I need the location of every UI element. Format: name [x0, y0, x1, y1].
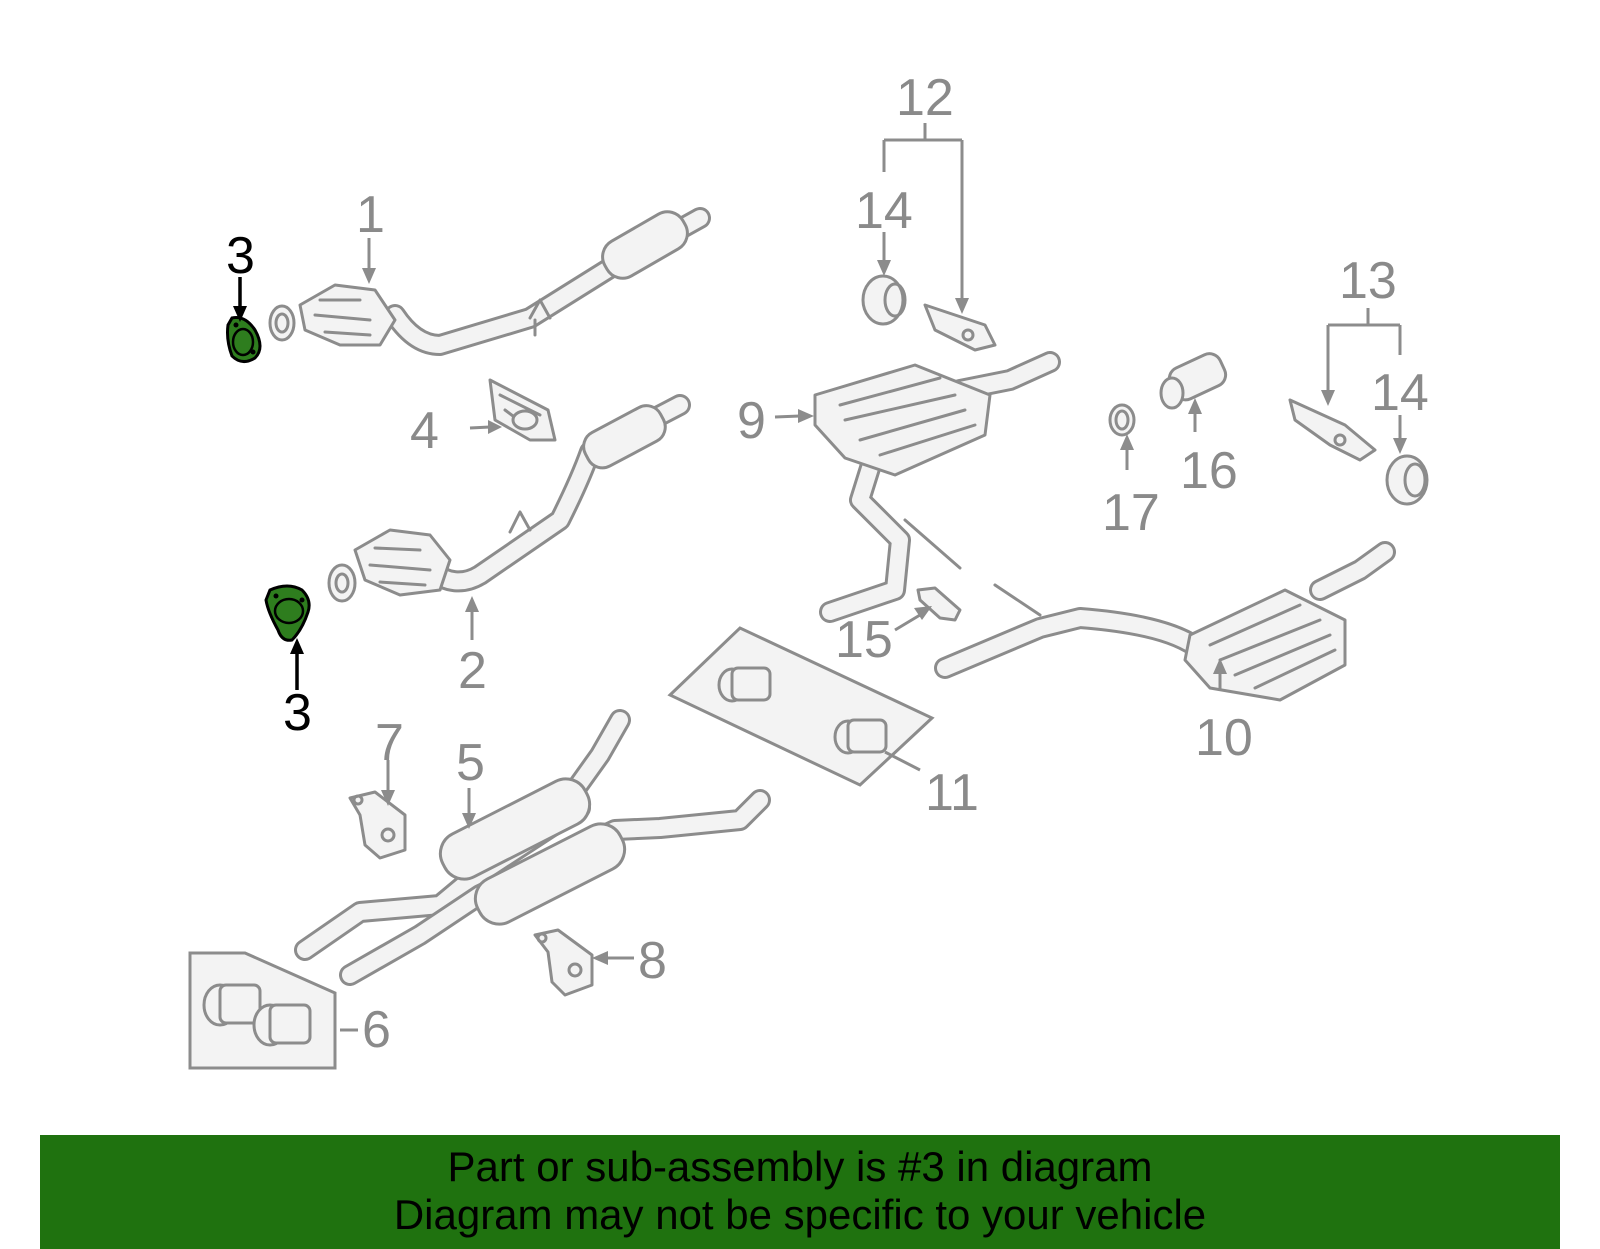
part-15-hanger[interactable] [916, 586, 962, 622]
callout-1: 1 [356, 186, 385, 244]
callout-14-lower: 14 [1371, 364, 1429, 422]
part-3-gasket-upper[interactable] [226, 316, 262, 363]
part-14-insulator-lower[interactable] [1385, 454, 1429, 506]
banner-line-disclaimer: Diagram may not be specific to your vehi… [393, 1191, 1207, 1238]
callout-3-lower: 3 [283, 684, 312, 742]
callout-3-upper: 3 [226, 227, 255, 285]
callout-11: 11 [925, 764, 979, 822]
part-11-clamp-kit[interactable] [667, 626, 935, 787]
callout-2: 2 [458, 642, 487, 700]
callout-labels: 1 2 3 3 4 5 6 7 8 9 10 11 12 13 14 14 15… [226, 69, 1429, 1059]
part-12-bracket[interactable] [923, 303, 997, 352]
part-13-bracket[interactable] [1288, 398, 1377, 462]
part-14-insulator-upper[interactable] [861, 274, 907, 326]
part-1-catalytic-converter-pipe[interactable] [268, 205, 711, 356]
callout-9: 9 [737, 392, 766, 450]
callout-17: 17 [1102, 484, 1160, 542]
part-8-hanger[interactable] [533, 928, 594, 997]
callout-16: 16 [1180, 442, 1238, 500]
callout-13: 13 [1339, 252, 1397, 310]
part-17-clamp[interactable] [1108, 403, 1136, 437]
part-4-bracket[interactable] [488, 378, 557, 442]
banner-line-part-number: Part or sub-assembly is #3 in diagram [447, 1143, 1153, 1190]
part-16-exhaust-tip[interactable] [1159, 350, 1230, 410]
callout-8: 8 [638, 932, 667, 990]
part-7-hanger[interactable] [348, 790, 407, 860]
callout-15: 15 [835, 611, 893, 669]
part-9-left-rear-muffler[interactable] [813, 351, 1061, 623]
part-6-clamp-kit[interactable] [188, 951, 337, 1070]
part-10-right-rear-muffler[interactable] [934, 541, 1396, 702]
callout-7: 7 [375, 714, 404, 772]
leader-lines [233, 123, 1407, 1032]
callout-4: 4 [410, 402, 439, 460]
callout-5: 5 [456, 734, 485, 792]
part-3-gasket-lower[interactable] [264, 584, 311, 642]
callout-6: 6 [362, 1001, 391, 1059]
callout-14-upper: 14 [855, 182, 913, 240]
part-2-catalytic-converter-pipe[interactable] [327, 394, 691, 603]
part-5-center-muffler[interactable] [294, 709, 771, 986]
callout-10: 10 [1195, 709, 1253, 767]
info-banner: Part or sub-assembly is #3 in diagram Di… [40, 1135, 1560, 1249]
callout-12: 12 [896, 69, 954, 127]
